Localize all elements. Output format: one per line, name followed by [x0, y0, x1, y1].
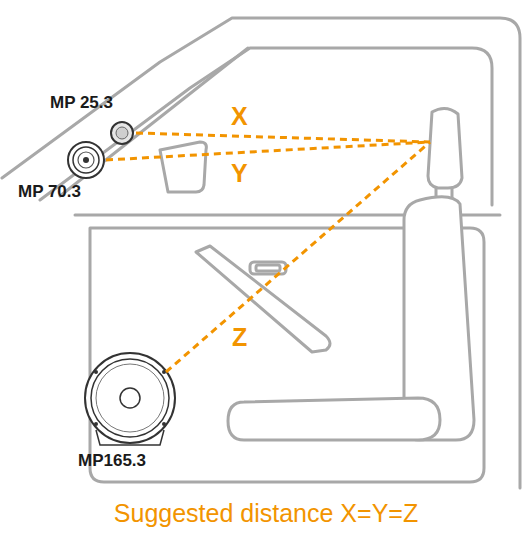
- a-pillar: [60, 48, 248, 196]
- window-frame: [40, 48, 492, 205]
- woofer-speaker: [85, 353, 175, 445]
- model-label: MP 25.3: [50, 94, 113, 113]
- distance-label: Y: [231, 160, 248, 188]
- distance-lines: [106, 133, 430, 372]
- seat-cushion: [228, 398, 440, 440]
- caption: Suggested distance X=Y=Z: [114, 500, 418, 528]
- tweeter-speaker: [111, 122, 133, 144]
- car-body-outline: [2, 18, 520, 488]
- seat-headrest: [428, 108, 462, 188]
- distance-line-x: [136, 133, 430, 142]
- distance-label: X: [231, 103, 248, 131]
- distance-line-z: [166, 142, 430, 372]
- door-handle-inner: [256, 265, 280, 271]
- midrange-speaker: [68, 142, 104, 178]
- side-mirror: [160, 142, 206, 192]
- door-handle: [250, 262, 286, 274]
- model-label: MP165.3: [78, 452, 146, 471]
- armrest: [196, 246, 330, 352]
- distance-line-y: [106, 142, 430, 160]
- distance-label: Z: [229, 324, 250, 352]
- model-label: MP 70.3: [18, 183, 81, 202]
